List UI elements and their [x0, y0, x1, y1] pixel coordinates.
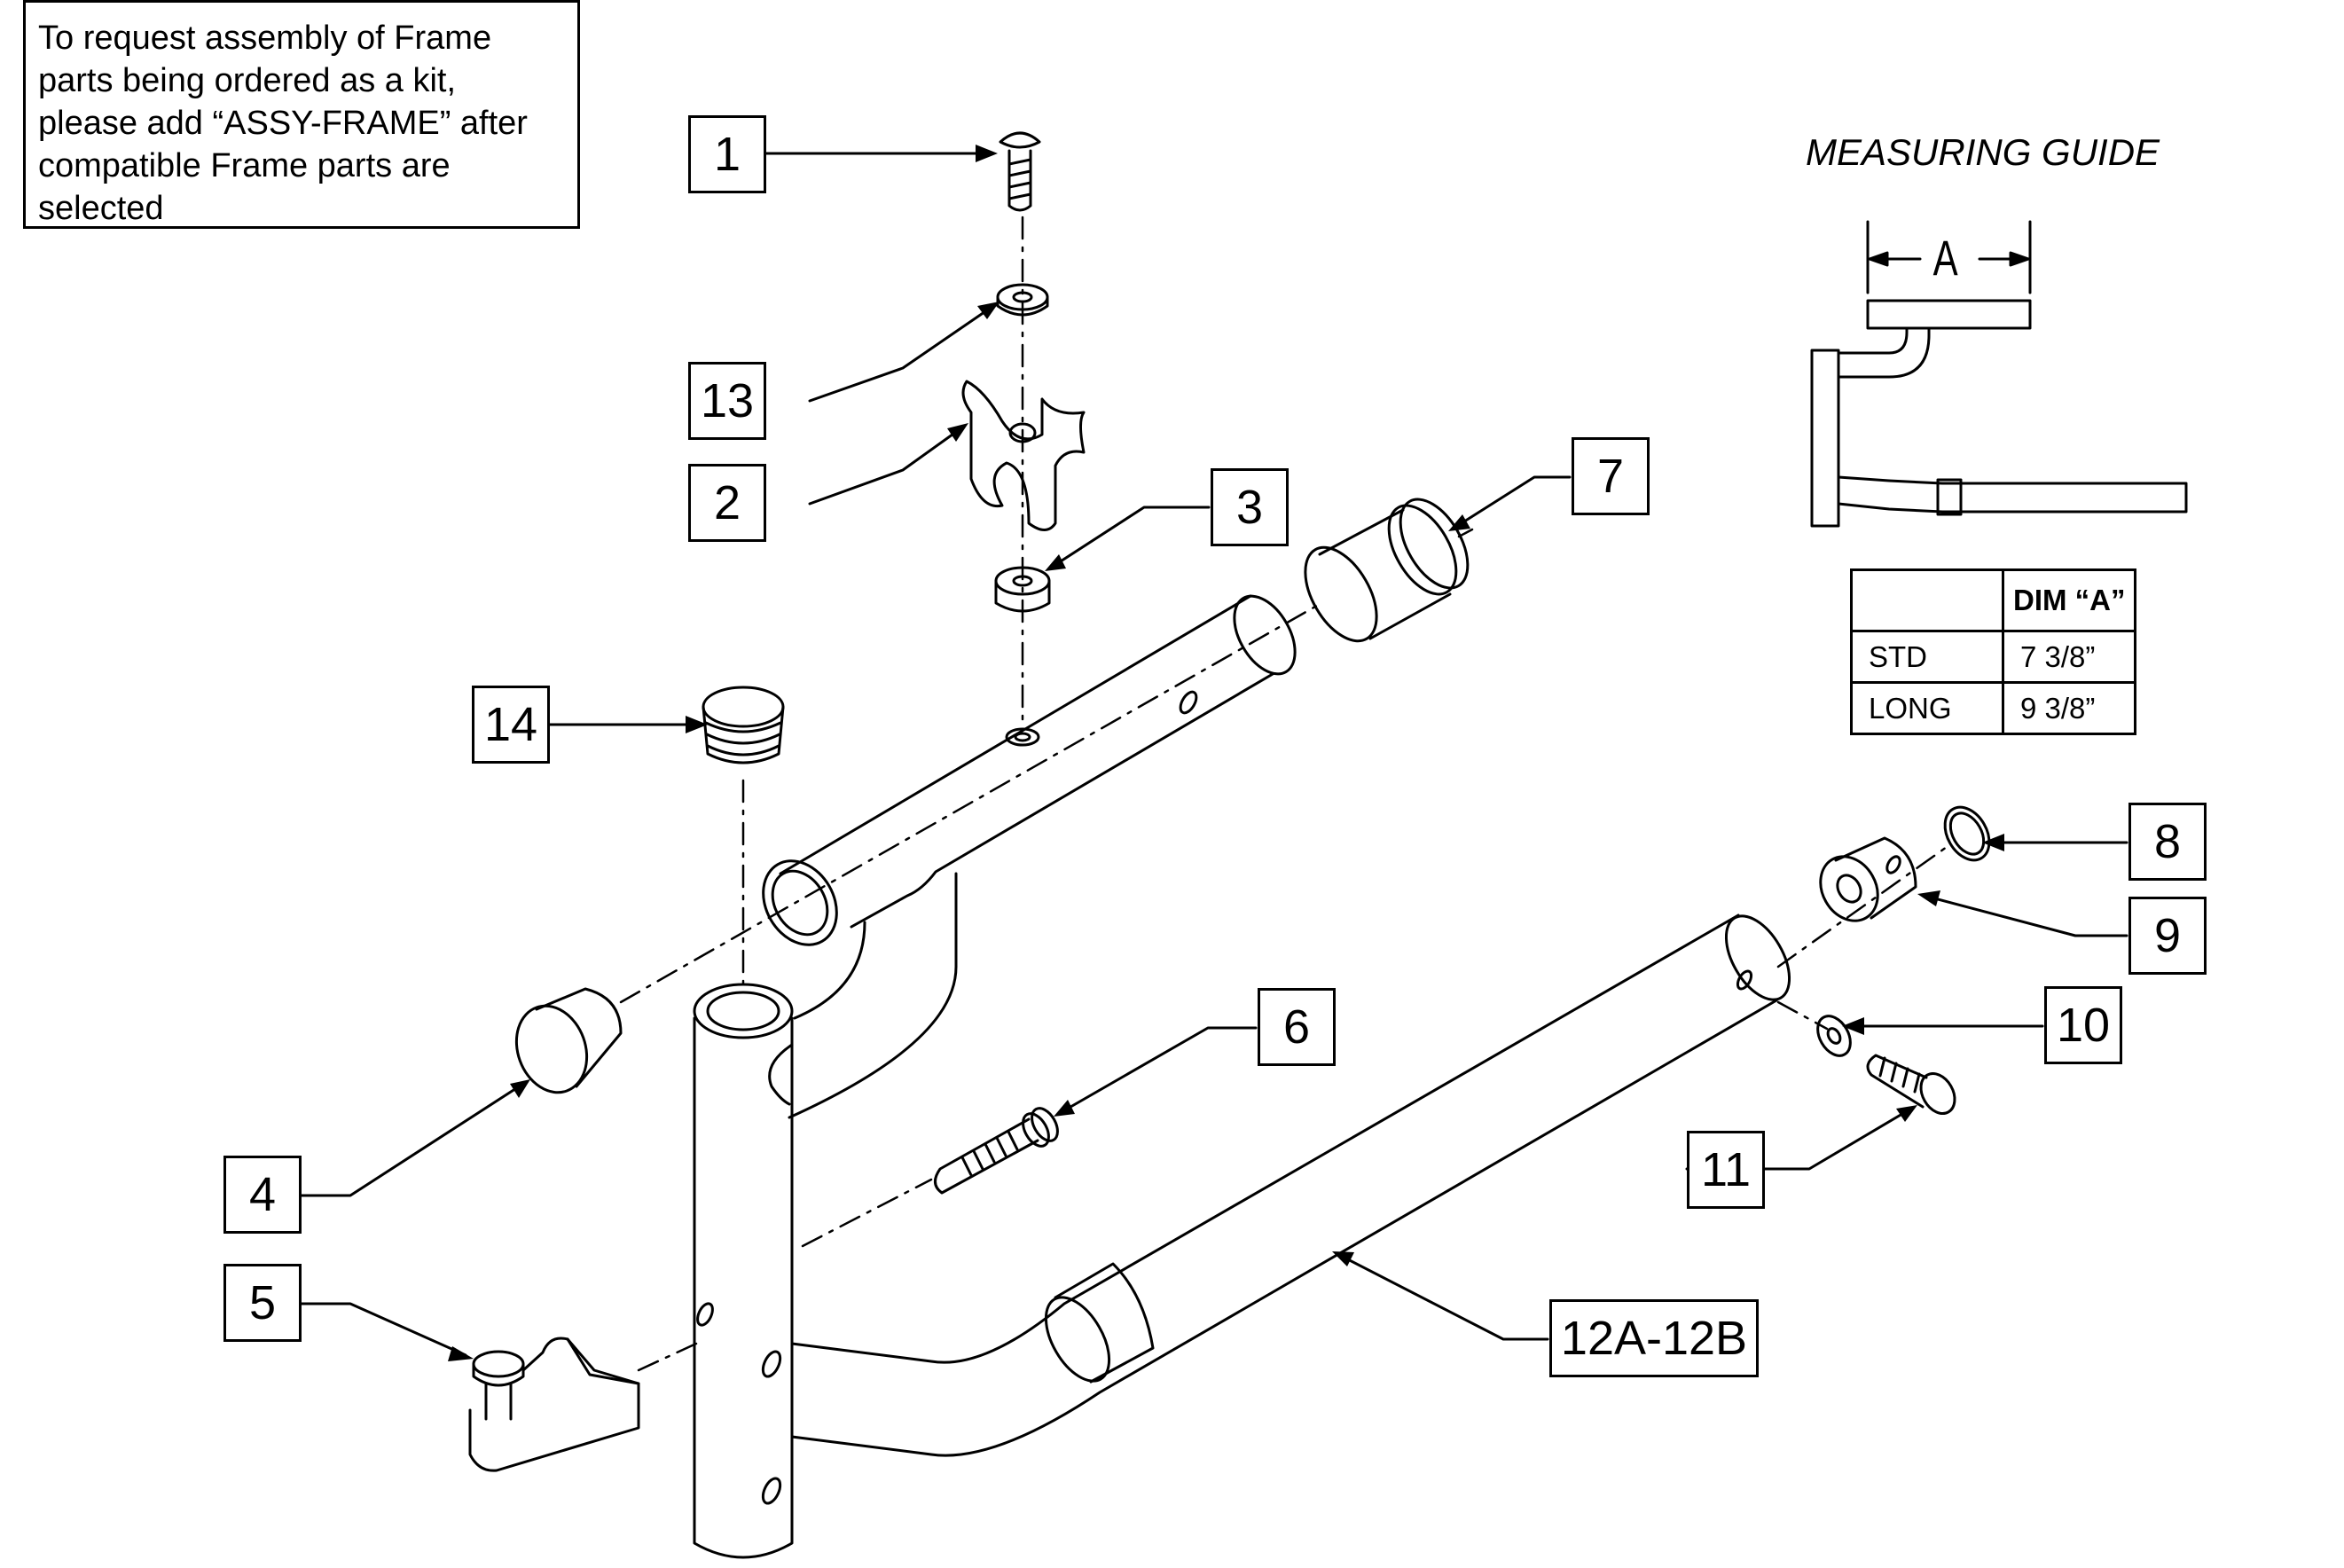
callout-8: 8 [2128, 803, 2207, 881]
end-cap-part-4 [514, 987, 623, 1094]
table-row: LONG 9 3/8” [1850, 681, 2136, 735]
end-plug-part-7 [1304, 498, 1470, 643]
pin-part-5 [468, 1337, 640, 1472]
end-cap-part-14 [702, 686, 785, 764]
callout-12a-12b: 12A-12B [1549, 1299, 1759, 1377]
callout-11: 11 [1687, 1131, 1765, 1209]
note-line: parts being ordered as a kit, [38, 62, 457, 99]
washer-part-10 [1816, 1015, 1852, 1057]
callout-14: 14 [472, 686, 550, 764]
callout-7: 7 [1572, 437, 1650, 515]
note-line: please add “ASSY-FRAME” after [38, 105, 528, 142]
frame-vertical-post [693, 983, 794, 1559]
screw-part-1 [999, 131, 1041, 212]
dimension-table-header: DIM “A” [1850, 568, 2136, 632]
measuring-guide-title: MEASURING GUIDE [1806, 131, 2160, 173]
table-header-cell: DIM “A” [2002, 568, 2136, 632]
collar-part-9 [1819, 836, 1917, 922]
table-cell: STD [1850, 630, 2004, 684]
assembly-centerlines [619, 216, 1948, 1372]
screw-part-11 [1866, 1054, 1956, 1115]
leader-lines [300, 152, 2128, 1357]
callout-5: 5 [223, 1264, 302, 1342]
callout-2: 2 [688, 464, 766, 542]
table-cell: 7 3/8” [2002, 630, 2136, 684]
table-cell: LONG [1850, 681, 2004, 735]
note-line: compatible Frame parts are [38, 147, 451, 184]
frame-upper-arm-tube [762, 594, 1297, 1119]
assembly-note-box: To request assembly of Frame parts being… [23, 0, 580, 229]
table-cell: 9 3/8” [2002, 681, 2136, 735]
note-line: To request assembly of Frame [38, 20, 492, 57]
callout-10: 10 [2044, 986, 2122, 1064]
callout-1: 1 [688, 115, 766, 193]
measuring-guide-drawing [1810, 220, 2188, 528]
table-row: STD 7 3/8” [1850, 630, 2136, 684]
frame-lower-tube [790, 913, 1791, 1457]
dimension-a-label: A [1932, 230, 1958, 286]
ring-part-8 [1943, 805, 1991, 862]
note-line: selected [38, 190, 164, 227]
callout-6: 6 [1258, 988, 1336, 1066]
table-header-cell [1850, 568, 2004, 632]
leader-arrowheads [448, 145, 2004, 1361]
dimension-table: DIM “A” STD 7 3/8” LONG 9 3/8” [1850, 568, 2136, 735]
callout-9: 9 [2128, 897, 2207, 975]
callout-13: 13 [688, 362, 766, 440]
callout-3: 3 [1211, 468, 1289, 546]
callout-4: 4 [223, 1156, 302, 1234]
bolt-part-6 [934, 1107, 1059, 1195]
